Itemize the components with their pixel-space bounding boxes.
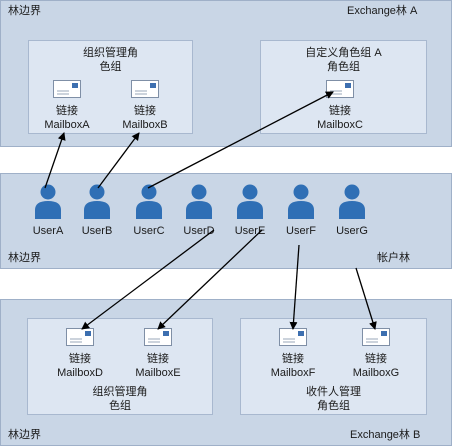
user-icon xyxy=(288,184,314,219)
mailbox-a: 链接 MailboxA xyxy=(27,80,107,132)
user-icon xyxy=(84,184,110,219)
user-c-label: UserC xyxy=(133,225,165,237)
mailbox-g-name: MailboxG xyxy=(352,367,400,379)
mailbox-c-link-label: 链接 xyxy=(329,105,351,117)
forest-boundary-label-bottom: 林边界 xyxy=(8,429,41,441)
envelope-icon xyxy=(53,80,81,98)
mailbox-e: 链接 MailboxE xyxy=(118,328,198,380)
org-role-group-b-label: 组织管理角 色组 xyxy=(27,385,213,413)
user-g: UserG xyxy=(327,184,377,238)
arrow-usera-to-mailboxa xyxy=(44,132,66,189)
mailbox-c-name: MailboxC xyxy=(317,119,363,131)
arrow-userg-to-mailboxg xyxy=(355,267,377,330)
user-e: UserE xyxy=(225,184,275,238)
mailbox-g: 链接 MailboxG xyxy=(336,328,416,380)
user-icon xyxy=(237,184,263,219)
account-forest-title: 帐户林 xyxy=(377,252,410,264)
user-icon xyxy=(35,184,61,219)
mailbox-f-name: MailboxF xyxy=(270,367,316,379)
arrow-usere-to-mailboxe xyxy=(157,229,263,330)
custom-role-group-a-label: 自定义角色组 A 角色组 xyxy=(260,46,427,74)
mailbox-d-name: MailboxD xyxy=(57,367,103,379)
arrow-userf-to-mailboxf xyxy=(289,244,300,330)
forest-boundary-label-middle: 林边界 xyxy=(8,252,41,264)
user-a-label: UserA xyxy=(32,225,64,237)
forest-a-title: Exchange林 A xyxy=(347,5,418,17)
mailbox-b-link-label: 链接 xyxy=(134,105,156,117)
arrow-userc-to-mailboxc xyxy=(147,91,334,189)
user-d-label: UserD xyxy=(183,225,215,237)
mailbox-b-name: MailboxB xyxy=(122,119,168,131)
user-g-label: UserG xyxy=(336,225,368,237)
mailbox-b: 链接 MailboxB xyxy=(105,80,185,132)
user-a: UserA xyxy=(23,184,73,238)
forest-boundary-label-top: 林边界 xyxy=(8,5,41,17)
envelope-icon xyxy=(131,80,159,98)
org-role-group-a-label-line1: 组织管理角 xyxy=(83,47,138,59)
org-role-group-a-label: 组织管理角 色组 xyxy=(28,46,193,74)
recipient-management-role-group xyxy=(240,318,427,415)
user-icon xyxy=(186,184,212,219)
mailbox-e-name: MailboxE xyxy=(135,367,181,379)
custom-role-group-a-label-line1: 自定义角色组 A xyxy=(305,47,382,59)
org-management-role-group-b xyxy=(27,318,213,415)
arrow-userd-to-mailboxd xyxy=(81,229,215,330)
mailbox-e-link-label: 链接 xyxy=(147,353,169,365)
mailbox-g-link-label: 链接 xyxy=(365,353,387,365)
mailbox-f: 链接 MailboxF xyxy=(253,328,333,380)
mailbox-a-link-label: 链接 xyxy=(56,105,78,117)
org-role-group-b-label-line1: 组织管理角 xyxy=(92,386,148,398)
account-forest xyxy=(0,173,452,269)
user-icon xyxy=(136,184,162,219)
mailbox-a-name: MailboxA xyxy=(44,119,90,131)
user-icon xyxy=(339,184,365,219)
mailbox-d: 链接 MailboxD xyxy=(40,328,120,380)
user-d: UserD xyxy=(174,184,224,238)
org-role-group-a-label-line2: 色组 xyxy=(99,61,122,73)
user-b-label: UserB xyxy=(81,225,113,237)
recipient-role-group-label: 收件人管理 角色组 xyxy=(240,385,427,413)
user-b: UserB xyxy=(72,184,122,238)
org-role-group-b-label-line2: 色组 xyxy=(109,400,131,412)
user-f-label: UserF xyxy=(286,225,316,237)
recipient-role-group-label-line1: 收件人管理 xyxy=(306,386,361,398)
user-f: UserF xyxy=(276,184,326,238)
mailbox-d-link-label: 链接 xyxy=(69,353,91,365)
recipient-role-group-label-line2: 角色组 xyxy=(317,400,350,412)
mailbox-f-link-label: 链接 xyxy=(282,353,304,365)
arrow-userb-to-mailboxb xyxy=(97,132,140,189)
org-management-role-group-a xyxy=(28,40,193,134)
custom-role-group-a-label-line2: 角色组 xyxy=(327,61,360,73)
user-c: UserC xyxy=(124,184,174,238)
forest-b-title: Exchange林 B xyxy=(350,429,421,441)
envelope-icon xyxy=(66,328,94,346)
